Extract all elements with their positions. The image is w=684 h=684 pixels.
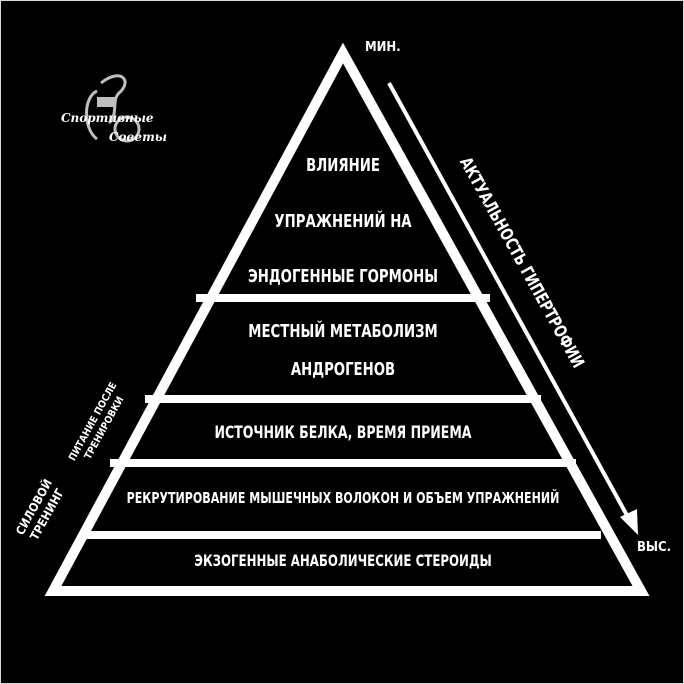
level-1-line-1: ВЛИЯНИЕ xyxy=(306,155,380,176)
axis-arrow-head xyxy=(620,509,638,535)
level-3-line-1: ИСТОЧНИК БЕЛКА, ВРЕМЯ ПРИЕМА xyxy=(214,423,472,443)
axis-min-label: МИН. xyxy=(365,40,401,55)
level-4-line-1: РЕКРУТИРОВАНИЕ МЫШЕЧНЫХ ВОЛОКОН И ОБЪЕМ … xyxy=(126,489,560,507)
axis-arrow-line xyxy=(387,82,631,520)
logo-line2: Советы xyxy=(109,130,167,144)
logo-line1: Спортивные xyxy=(61,111,154,125)
logo-icon xyxy=(85,74,141,143)
level-1-line-3: ЭНДОГЕННЫЕ ГОРМОНЫ xyxy=(247,266,439,287)
axis-max-label: ВЫС. xyxy=(637,540,672,555)
level-2-line-2: АНДРОГЕНОВ xyxy=(290,359,396,380)
level-1-line-2: УПРАЖНЕНИЙ НА xyxy=(274,211,412,232)
level-5-line-1: ЭКЗОГЕННЫЕ АНАБОЛИЧЕСКИЕ СТЕРОИДЫ xyxy=(194,551,492,570)
pyramid-outline xyxy=(44,42,650,596)
level-2-line-1: МЕСТНЫЙ МЕТАБОЛИЗМ xyxy=(248,321,438,342)
